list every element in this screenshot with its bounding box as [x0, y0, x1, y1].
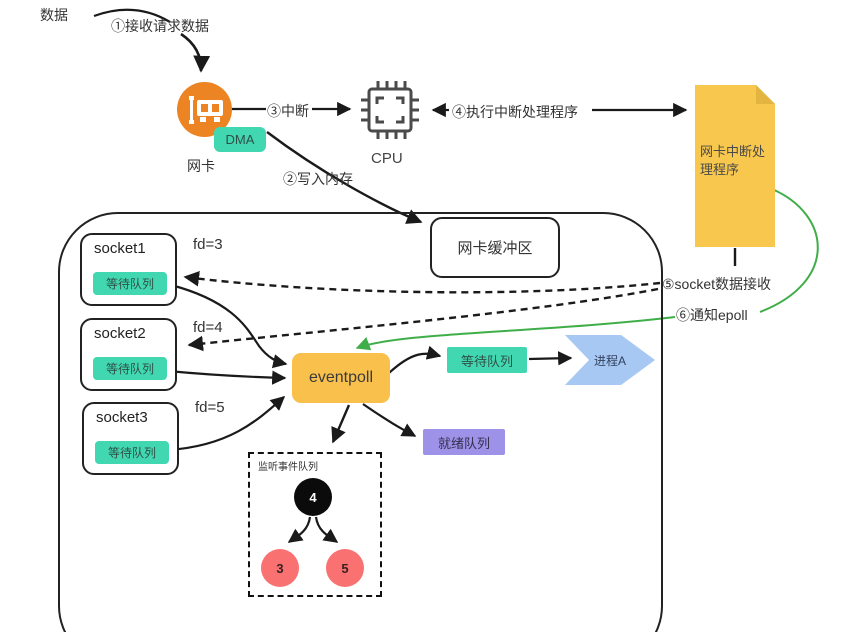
step1-to-nic-arrow [180, 32, 211, 73]
fd4-label: fd=4 [193, 319, 223, 336]
dma-badge: DMA [214, 127, 266, 152]
nic-handler-label: 网卡中断处理程序 [700, 144, 766, 177]
wait-queue-box: 等待队列 [447, 347, 527, 373]
fd5-label: fd=5 [195, 399, 225, 416]
socket1-wait-queue: 等待队列 [93, 272, 167, 295]
socket3-name: socket3 [96, 409, 148, 426]
tree-node-root: 4 [294, 478, 332, 516]
data-label: 数据 [40, 7, 68, 23]
socket2-wait-queue: 等待队列 [93, 357, 167, 380]
socket2-card: socket2 等待队列 [80, 318, 177, 391]
interrupt-label: ③中断 [267, 103, 309, 119]
socket-receive-label: ⑤socket数据接收 [662, 276, 772, 292]
cpu-label: CPU [371, 150, 403, 167]
cpu-icon [358, 78, 422, 147]
socket3-card: socket3 等待队列 [82, 402, 179, 475]
socket1-name: socket1 [94, 240, 146, 257]
fd3-label: fd=3 [193, 236, 223, 253]
socket3-wait-queue: 等待队列 [95, 441, 169, 464]
listen-queue-box: 监听事件队列 [248, 452, 382, 597]
tree-node-right: 5 [326, 549, 364, 587]
nic-label: 网卡 [187, 158, 215, 174]
handler-exec-label: ④执行中断处理程序 [452, 104, 578, 120]
listen-queue-label: 监听事件队列 [258, 462, 318, 473]
socket1-card: socket1 等待队列 [80, 233, 177, 306]
nic-icon [177, 82, 232, 137]
kernel-container [58, 212, 663, 632]
ready-queue-box: 就绪队列 [423, 429, 505, 455]
process-a-label: 进程A [593, 353, 626, 368]
eventpoll-box: eventpoll [292, 353, 390, 403]
step1-label: ①接收请求数据 [111, 18, 209, 34]
tree-node-left: 3 [261, 549, 299, 587]
nic-buffer-box: 网卡缓冲区 [430, 217, 560, 278]
socket2-name: socket2 [94, 325, 146, 342]
network-card-glyph [188, 95, 223, 124]
notify-epoll-label: ⑥通知epoll [676, 307, 748, 323]
write-memory-label: ②写入内存 [283, 171, 353, 187]
